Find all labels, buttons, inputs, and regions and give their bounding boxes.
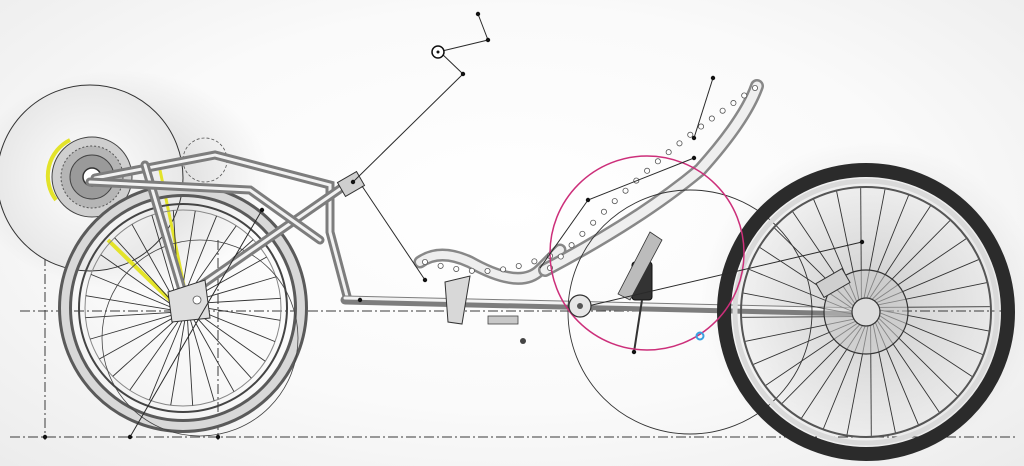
sketch-line-seat-front[interactable] [361,185,426,281]
seat-mount-hole [665,149,672,156]
seat-mount-hole [611,198,618,205]
seat-mount-hole [557,253,564,260]
seat-mount-hole [676,140,683,147]
seat-mount-hole [421,258,428,265]
seat-mount-hole [568,242,575,249]
sketch-line-chain-stay[interactable] [129,209,263,438]
seat-mount-hole [654,158,661,165]
sketch-line-seat-angle[interactable] [352,73,464,183]
seat-mount-hole [484,267,491,274]
wheel-spoke [182,215,218,299]
wheel-spoke [191,312,252,379]
sketch-line-headrest[interactable] [693,77,714,139]
shock-rod [633,299,643,353]
sketch-point[interactable] [691,155,697,161]
seat-mount-hole [590,219,597,226]
wheel-spoke [85,311,175,319]
front-wheel[interactable] [717,163,1015,461]
sketch-point[interactable] [422,277,428,283]
wheel-spoke [186,316,194,406]
sketch-point[interactable] [710,75,716,81]
chain-upper [45,138,71,202]
seat-mount-hole [687,131,694,138]
sketch-line-boom[interactable] [587,241,863,307]
sketch-point[interactable] [475,11,481,17]
seat-strut [617,231,663,301]
seat-mount-hole [600,208,607,215]
sketch-line-handle[interactable] [439,51,464,75]
sketch-point[interactable] [357,297,363,303]
seat-mount-hole [500,266,507,273]
sketch-point[interactable] [127,434,133,440]
seat-mount-hole [622,187,629,194]
wheel-spoke [100,254,174,307]
chain-lower [106,238,177,307]
wheel-spoke [89,313,176,340]
wheel-spoke [85,295,174,311]
wheel-spoke [190,314,235,392]
sketch-point[interactable] [691,135,697,141]
center-mark [520,338,526,344]
rear-construction-circle [101,239,299,437]
sketch-points [42,11,865,440]
seat-mount-hole [698,123,705,130]
seat-mount-hole [437,262,444,269]
wheel-spoke [112,316,179,377]
wheel-spoke [131,224,176,302]
seat-mount-hole [579,230,586,237]
seat-mount-hole [752,85,759,92]
sketch-point[interactable] [859,239,865,245]
sketch-point[interactable] [350,179,356,185]
seat-mount-hole [644,167,651,174]
frame[interactable] [85,150,865,317]
dropout-bolt-icon [192,295,202,305]
wheel-spoke [114,237,175,304]
brake-caliper[interactable] [815,267,851,299]
seat-mount-hole [730,100,737,107]
sketch-point-icon[interactable] [695,331,705,341]
sketch-line-top[interactable] [437,13,489,53]
seat-mount-hole [719,107,726,114]
seat-mount-hole [468,267,475,274]
wheel-spoke [170,317,186,406]
sketch-point[interactable] [631,349,637,355]
seat-mount-hole [453,265,460,272]
wheel-spoke [129,317,182,391]
sketch-point[interactable] [460,71,466,77]
sketch-point[interactable] [585,197,591,203]
wheel-spoke [99,315,177,360]
sketch-point[interactable] [215,434,221,440]
seat-rail-clamp [487,315,519,325]
seat-mount-hole [741,92,748,99]
front-construction-circle [567,189,813,435]
seat-mount-bracket[interactable] [444,275,471,325]
seat-mount-hole [515,262,522,269]
sketch-point[interactable] [42,434,48,440]
seat-mount-hole [708,115,715,122]
wheel-spoke [188,315,215,402]
sketch-point[interactable] [485,37,491,43]
wheel-spoke [148,317,184,401]
rear-dropout[interactable] [167,279,211,323]
wheel-spoke [151,214,178,301]
wheel-spoke [90,273,174,309]
sketch-point[interactable] [259,207,265,213]
seat-mount-hole [531,258,538,265]
